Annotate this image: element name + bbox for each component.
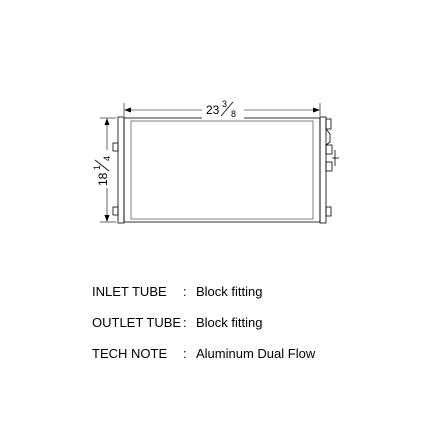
width-frac-denominator: 8 xyxy=(231,109,236,119)
height-frac-bar xyxy=(94,159,110,172)
height-whole-label: 18 xyxy=(96,172,110,186)
spec-colon: : xyxy=(183,315,187,330)
spec-value: Block fitting xyxy=(196,315,263,330)
spec-value: Block fitting xyxy=(196,284,263,299)
spec-colon: : xyxy=(183,346,187,361)
height-frac-numerator: 1 xyxy=(92,165,102,170)
block-fitting-lower xyxy=(325,161,333,172)
right-bottom-bracket xyxy=(325,206,332,217)
spec-label: INLET TUBE xyxy=(92,284,167,299)
height-frac-denominator: 4 xyxy=(102,156,112,161)
height-arrow-bottom xyxy=(104,215,110,222)
right-top-bracket xyxy=(325,118,332,130)
width-frac-bar xyxy=(220,101,234,117)
left-top-bracket xyxy=(112,142,119,152)
left-bottom-bracket xyxy=(112,206,119,216)
condenser-drawing: 23 3 8 18 1 4 xyxy=(92,99,339,224)
height-arrow-top xyxy=(104,118,110,125)
width-arrow-left xyxy=(124,107,131,113)
left-tank xyxy=(117,116,125,224)
right-top-fitting xyxy=(325,128,331,146)
condenser-core xyxy=(123,117,321,223)
width-whole-label: 23 xyxy=(206,103,220,117)
width-frac-numerator: 3 xyxy=(222,99,227,109)
right-tank xyxy=(319,116,327,224)
block-fitting-upper xyxy=(325,144,333,155)
width-arrow-right xyxy=(313,107,320,113)
spec-colon: : xyxy=(183,284,187,299)
spec-list: INLET TUBE : Block fitting OUTLET TUBE :… xyxy=(92,276,412,369)
condenser-core-inner xyxy=(130,120,314,220)
spec-row-tech-note: TECH NOTE : Aluminum Dual Flow xyxy=(92,338,412,369)
spec-row-outlet-tube: OUTLET TUBE : Block fitting xyxy=(92,307,412,338)
spec-label: TECH NOTE xyxy=(92,346,168,361)
spec-row-inlet-tube: INLET TUBE : Block fitting xyxy=(92,276,412,307)
spec-label: OUTLET TUBE xyxy=(92,315,182,330)
spec-value: Aluminum Dual Flow xyxy=(196,346,316,361)
